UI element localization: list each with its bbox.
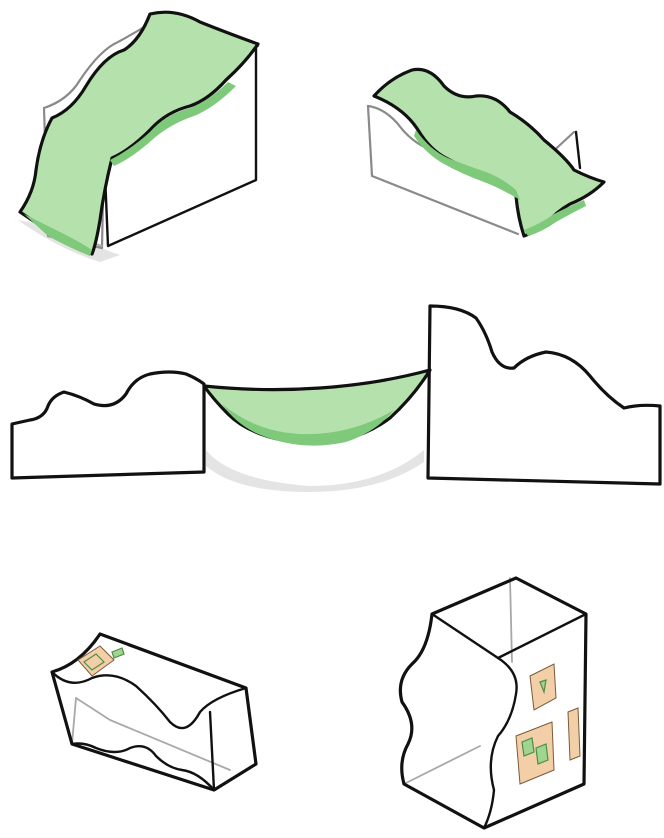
- paper-sheet-icon: [516, 722, 554, 784]
- paper-sheet-icon: [530, 664, 556, 710]
- figure-transparent-tall-box-with-papers: [400, 578, 586, 828]
- figure-cloth-draped-block-right: [368, 69, 604, 236]
- paper-strip-icon: [568, 708, 580, 760]
- figure-cloth-draped-block-left: [18, 12, 258, 262]
- figure-hammock-between-blocks: [12, 306, 660, 492]
- figure-transparent-wavy-box: [52, 634, 256, 790]
